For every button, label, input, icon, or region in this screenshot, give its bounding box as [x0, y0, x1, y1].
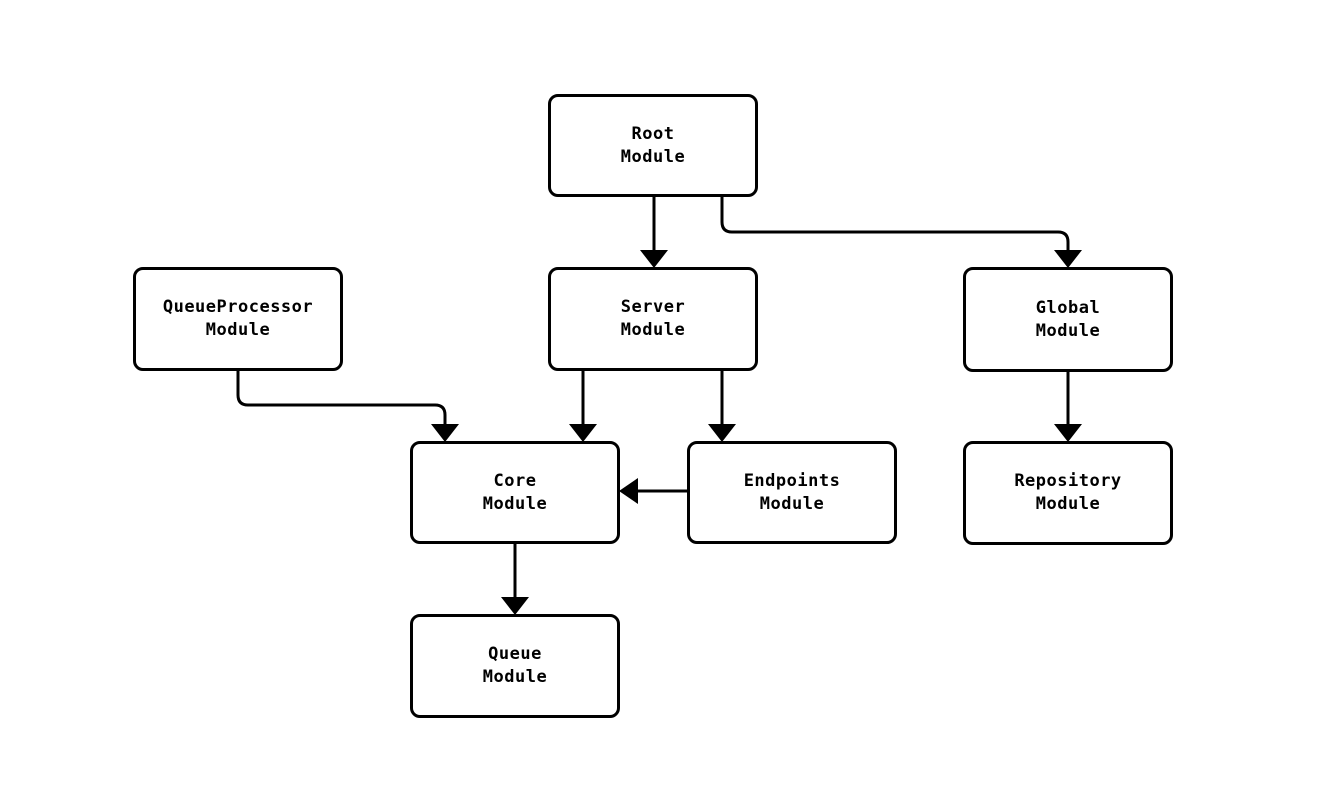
node-queueprocessor-label: QueueProcessor Module	[162, 297, 314, 340]
node-endpoints[interactable]: Endpoints Module	[687, 441, 897, 544]
node-repository-label: Repository Module	[1014, 471, 1122, 514]
node-endpoints-label: Endpoints Module	[743, 470, 841, 514]
node-repository[interactable]: Repository Module	[963, 441, 1173, 545]
node-global-label: Global Module	[1035, 297, 1101, 341]
node-core-label: Core Module	[482, 470, 548, 514]
node-server[interactable]: Server Module	[548, 267, 758, 371]
node-server-label: Server Module	[620, 297, 686, 340]
edge-server-to-endpoints	[708, 371, 736, 442]
node-core[interactable]: Core Module	[410, 441, 620, 544]
edge-endpoints-to-core	[619, 478, 687, 504]
node-queue[interactable]: Queue Module	[410, 614, 620, 718]
edge-root-to-global	[720, 197, 1082, 268]
edge-root-to-server	[640, 197, 668, 268]
edge-core-to-queue	[501, 544, 529, 615]
edge-global-to-repository	[1054, 372, 1082, 442]
node-queue-label: Queue Module	[482, 644, 548, 687]
node-root-label: Root Module	[620, 123, 686, 167]
node-queueprocessor[interactable]: QueueProcessor Module	[133, 267, 343, 371]
edge-server-to-core	[569, 371, 597, 442]
node-root[interactable]: Root Module	[548, 94, 758, 197]
edge-queueprocessor-to-core	[236, 371, 459, 442]
node-global[interactable]: Global Module	[963, 267, 1173, 372]
